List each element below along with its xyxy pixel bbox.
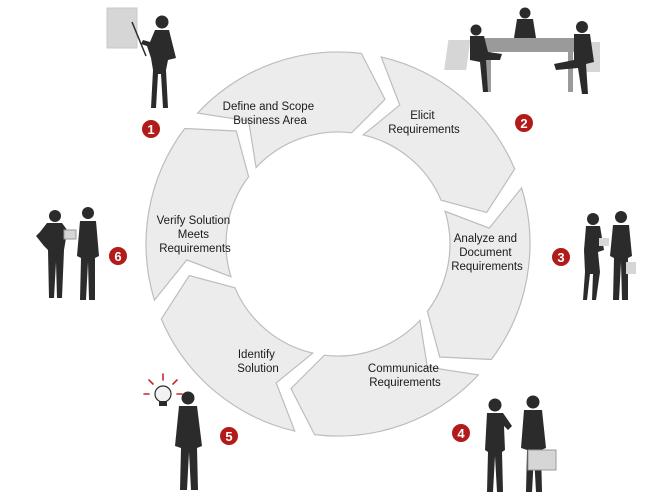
two-people-notepad-icon <box>583 211 636 300</box>
two-businessmen-briefcase-icon <box>485 395 557 492</box>
step-3-label: Analyze and Document Requirements <box>451 233 523 273</box>
step-4-label: Communicate Requirements <box>368 363 442 389</box>
step-3-badge: 3 <box>550 246 572 268</box>
step-5-label: Identify Solution <box>237 349 279 375</box>
step-2-label: Elicit Requirements <box>388 110 460 136</box>
svg-text:4: 4 <box>457 426 465 441</box>
lightbulb-idea-icon <box>143 373 202 490</box>
cycle-ring <box>145 51 531 437</box>
cycle-segment-step-3 <box>426 186 531 361</box>
two-people-document-icon <box>36 207 99 300</box>
step-6-badge: 6 <box>107 245 129 267</box>
step-1-label: Define and Scope Business Area <box>223 101 318 127</box>
svg-text:5: 5 <box>225 429 232 444</box>
svg-text:6: 6 <box>114 249 121 264</box>
presenter-icon <box>106 7 176 108</box>
cycle-segment-step-5 <box>160 274 315 432</box>
cycle-segment-step-2 <box>361 56 516 214</box>
step-6-label: Verify Solution Meets Requirements <box>157 215 234 255</box>
svg-text:1: 1 <box>147 122 154 137</box>
step-5-badge: 5 <box>218 425 240 447</box>
svg-text:2: 2 <box>520 116 527 131</box>
step-4-badge: 4 <box>450 422 472 444</box>
meeting-table-icon <box>444 7 600 94</box>
step-2-badge: 2 <box>513 112 535 134</box>
cycle-segment-step-4 <box>290 319 480 437</box>
cycle-segment-step-6 <box>145 127 250 302</box>
step-1-badge: 1 <box>140 118 162 140</box>
svg-text:3: 3 <box>557 250 564 265</box>
cycle-segment-step-1 <box>196 51 386 169</box>
